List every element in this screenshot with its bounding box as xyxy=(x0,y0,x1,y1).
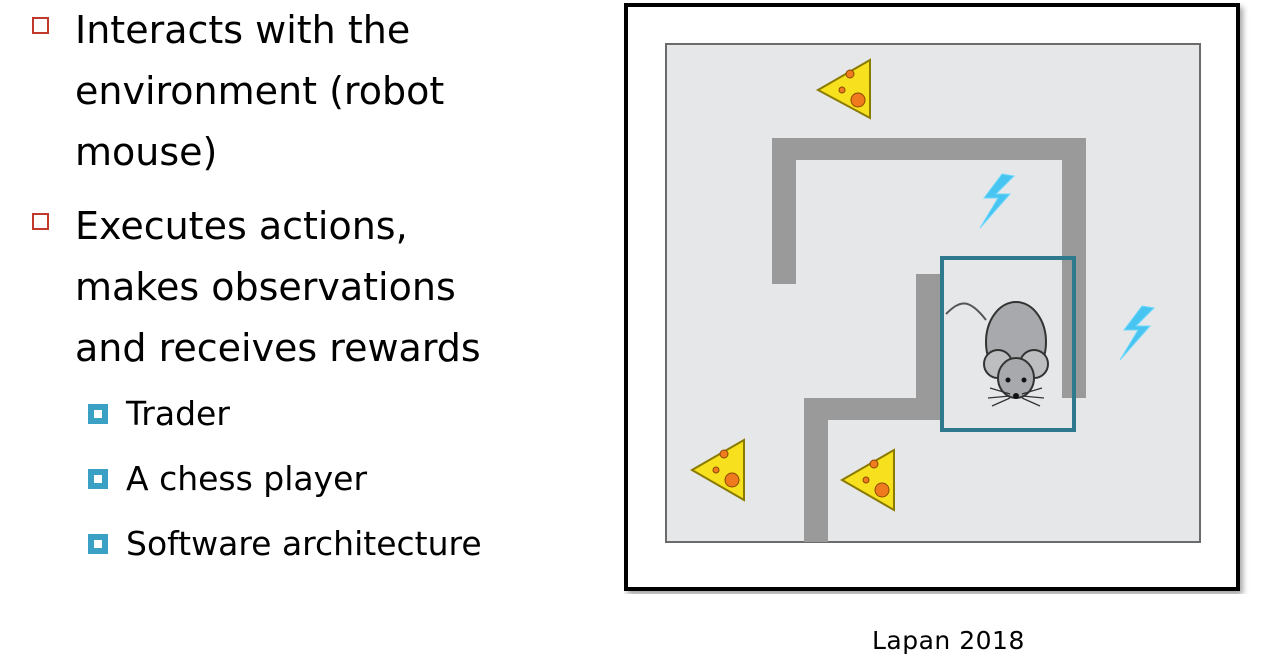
sub-bullet-text: Software architecture xyxy=(126,524,482,563)
figure-caption: Lapan 2018 xyxy=(872,626,1025,655)
sub-bullet-icon xyxy=(88,534,108,554)
maze-wall xyxy=(804,398,940,420)
cheese-icon xyxy=(689,438,745,502)
sub-bullet-trader: Trader xyxy=(88,394,230,434)
lightning-icon xyxy=(979,173,1016,229)
maze-wall xyxy=(772,138,1086,160)
bullet-square-icon xyxy=(32,17,49,34)
maze-wall xyxy=(916,274,940,420)
bullet-line: Executes actions, xyxy=(75,204,408,248)
lightning-icon xyxy=(1119,305,1156,361)
bullet-line: environment (robot xyxy=(75,69,445,113)
maze-diagram xyxy=(624,3,1240,591)
bullet-executes: Executes actions, makes observations and… xyxy=(32,196,481,379)
sub-bullet-icon xyxy=(88,404,108,424)
maze-wall xyxy=(804,398,828,542)
cheese-icon xyxy=(839,448,895,512)
bullet-line: Interacts with the xyxy=(75,8,411,52)
bullet-line: makes observations xyxy=(75,265,456,309)
bullet-line: and receives rewards xyxy=(75,326,481,370)
sub-bullet-chess: A chess player xyxy=(88,459,367,499)
cheese-icon xyxy=(815,58,871,120)
sub-bullet-icon xyxy=(88,469,108,489)
maze-figure xyxy=(624,2,1250,598)
sub-bullet-software: Software architecture xyxy=(88,524,482,564)
mouse-icon xyxy=(945,301,1049,407)
sub-bullet-text: Trader xyxy=(126,394,230,433)
maze-wall xyxy=(772,138,796,284)
bullet-square-icon xyxy=(32,213,49,230)
sub-bullet-text: A chess player xyxy=(126,459,368,498)
bullet-line: mouse) xyxy=(75,130,218,174)
agent-box xyxy=(940,256,1076,432)
bullet-interacts: Interacts with the environment (robot mo… xyxy=(32,0,444,183)
